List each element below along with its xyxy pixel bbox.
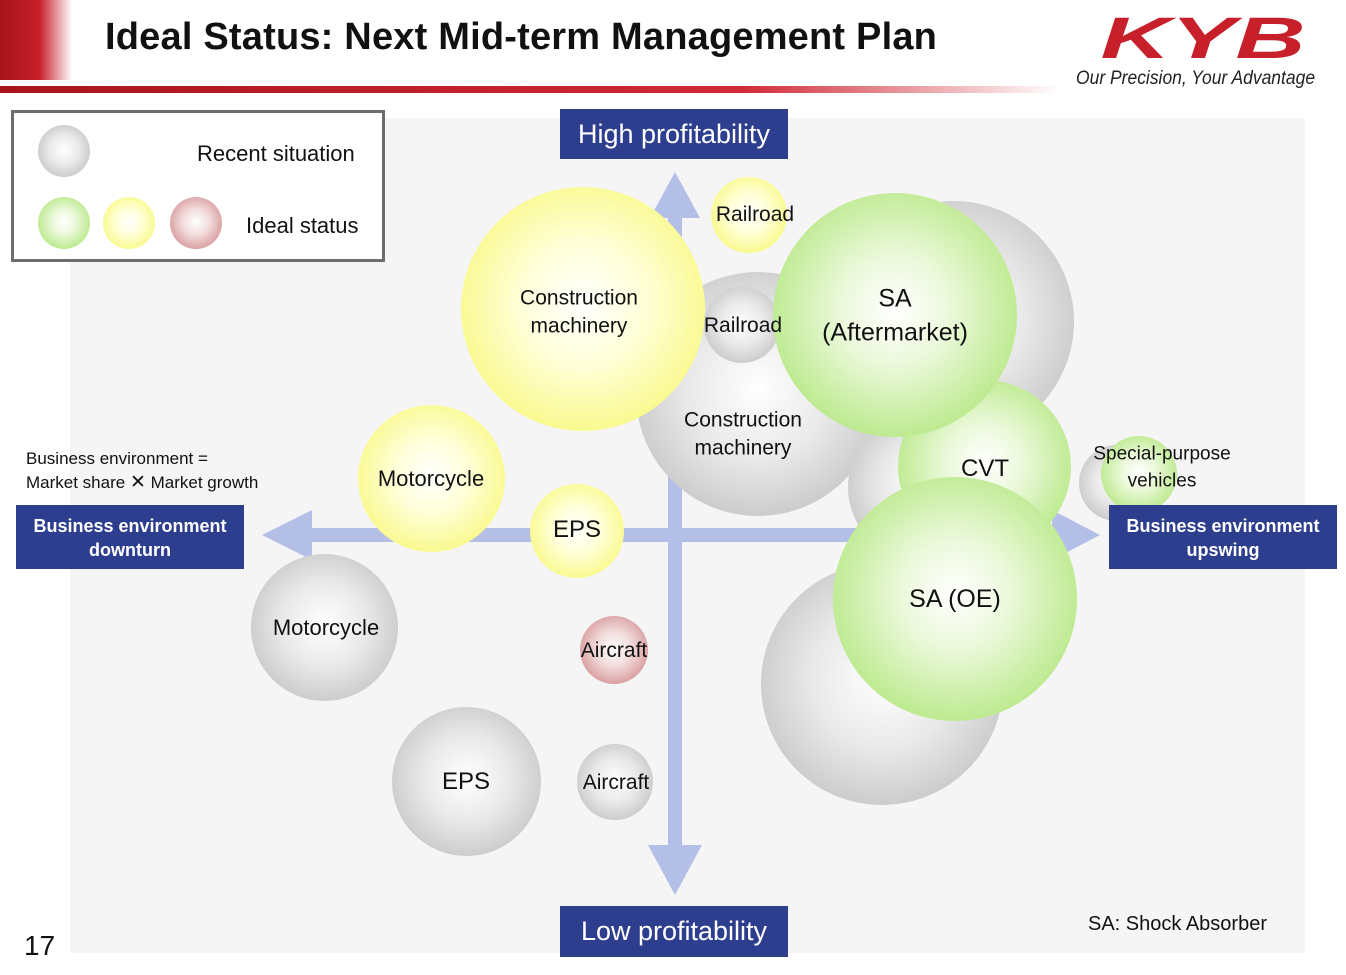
label-ideal-special-purpose-vehicles: Special-purpose vehicles xyxy=(1093,441,1230,494)
brand-tagline: Our Precision, Your Advantage xyxy=(1076,68,1316,89)
label-ideal-sa-aftermarket: SA (Aftermarket) xyxy=(822,282,968,350)
bubble-ideal-sa-aftermarket xyxy=(773,193,1017,437)
label-ideal-aircraft: Aircraft xyxy=(580,638,648,662)
label-ideal-cvt: CVT xyxy=(961,454,1009,482)
bubble-ideal-railroad xyxy=(711,177,787,253)
bubble-recent-railroad xyxy=(704,287,780,363)
kyb-logo: KYB xyxy=(1101,10,1306,66)
legend-recent-swatch xyxy=(38,125,90,177)
label-line: vehicles xyxy=(1127,470,1197,491)
arrow-up-icon xyxy=(650,172,700,218)
axis-label-environment-upswing: Business environment upswing xyxy=(1109,505,1337,569)
axis-label-line: Business environment xyxy=(33,516,227,536)
axis-label-low-profitability: Low profitability xyxy=(560,906,788,957)
label-line: Construction xyxy=(684,408,802,432)
arrow-down-icon xyxy=(648,845,702,895)
page-number: 17 xyxy=(24,930,56,961)
header-red-tab xyxy=(0,0,72,80)
legend-recent-label: Recent situation xyxy=(197,141,355,166)
sa-abbreviation-note: SA: Shock Absorber xyxy=(1088,913,1267,935)
definition-line: Business environment = xyxy=(26,449,208,468)
title-underline xyxy=(0,86,1060,93)
label-line: machinery xyxy=(694,437,792,460)
bubble-recent-eps xyxy=(392,707,541,856)
legend-ideal-label: Ideal status xyxy=(246,213,359,238)
bubble-ideal-motorcycle xyxy=(358,405,505,552)
market-share-term: Market share xyxy=(26,473,126,492)
label-line: Construction xyxy=(520,286,638,310)
bubble-ideal-special-purpose-vehicles xyxy=(1101,436,1177,512)
definition-formula: Market share ✕ Market growth xyxy=(26,471,258,495)
multiply-icon: ✕ xyxy=(129,472,146,493)
legend-ideal-green-swatch xyxy=(38,197,90,249)
label-ideal-railroad: Railroad xyxy=(715,202,795,226)
label-ideal-sa-oe: SA (OE) xyxy=(909,585,1001,614)
label-ideal-construction-machinery: Construction machinery xyxy=(520,285,638,342)
label-recent-construction-machinery: Construction machinery xyxy=(684,407,802,464)
bubble-ideal-sa-oe xyxy=(833,477,1077,721)
bubble-recent-motorcycle xyxy=(251,554,398,701)
axis-label-high-profitability: High profitability xyxy=(560,109,788,159)
bubble-ideal-eps xyxy=(530,484,624,578)
legend: Recent situation Ideal status xyxy=(11,110,385,262)
label-recent-eps: EPS xyxy=(441,767,491,795)
axis-label-line: downturn xyxy=(89,540,171,560)
bubble-ideal-aircraft xyxy=(580,616,648,684)
label-ideal-eps: EPS xyxy=(552,515,602,543)
label-line: (Aftermarket) xyxy=(822,318,968,346)
label-line: machinery xyxy=(530,315,628,338)
arrow-left-icon xyxy=(262,510,312,560)
axis-label-line: upswing xyxy=(1186,540,1260,560)
label-line: Special-purpose xyxy=(1093,443,1231,465)
legend-ideal-yellow-swatch xyxy=(103,197,155,249)
label-ideal-motorcycle: Motorcycle xyxy=(377,466,485,492)
label-line: SA xyxy=(878,284,912,313)
market-growth-term: Market growth xyxy=(150,473,259,492)
axis-label-environment-downturn: Business environment downturn xyxy=(16,505,244,569)
business-environment-definition: Business environment = Market share ✕ Ma… xyxy=(26,447,258,495)
label-recent-motorcycle: Motorcycle xyxy=(272,615,380,641)
page-title: Ideal Status: Next Mid-term Management P… xyxy=(105,16,938,58)
axis-label-line: Business environment xyxy=(1126,516,1320,536)
bubble-recent-aircraft xyxy=(577,744,653,820)
bubble-ideal-construction-machinery xyxy=(461,187,705,431)
label-recent-aircraft: Aircraft xyxy=(582,770,650,794)
legend-ideal-red-swatch xyxy=(170,197,222,249)
kyb-logo-text: KYB xyxy=(1101,10,1306,66)
label-recent-railroad: Railroad xyxy=(703,313,783,337)
